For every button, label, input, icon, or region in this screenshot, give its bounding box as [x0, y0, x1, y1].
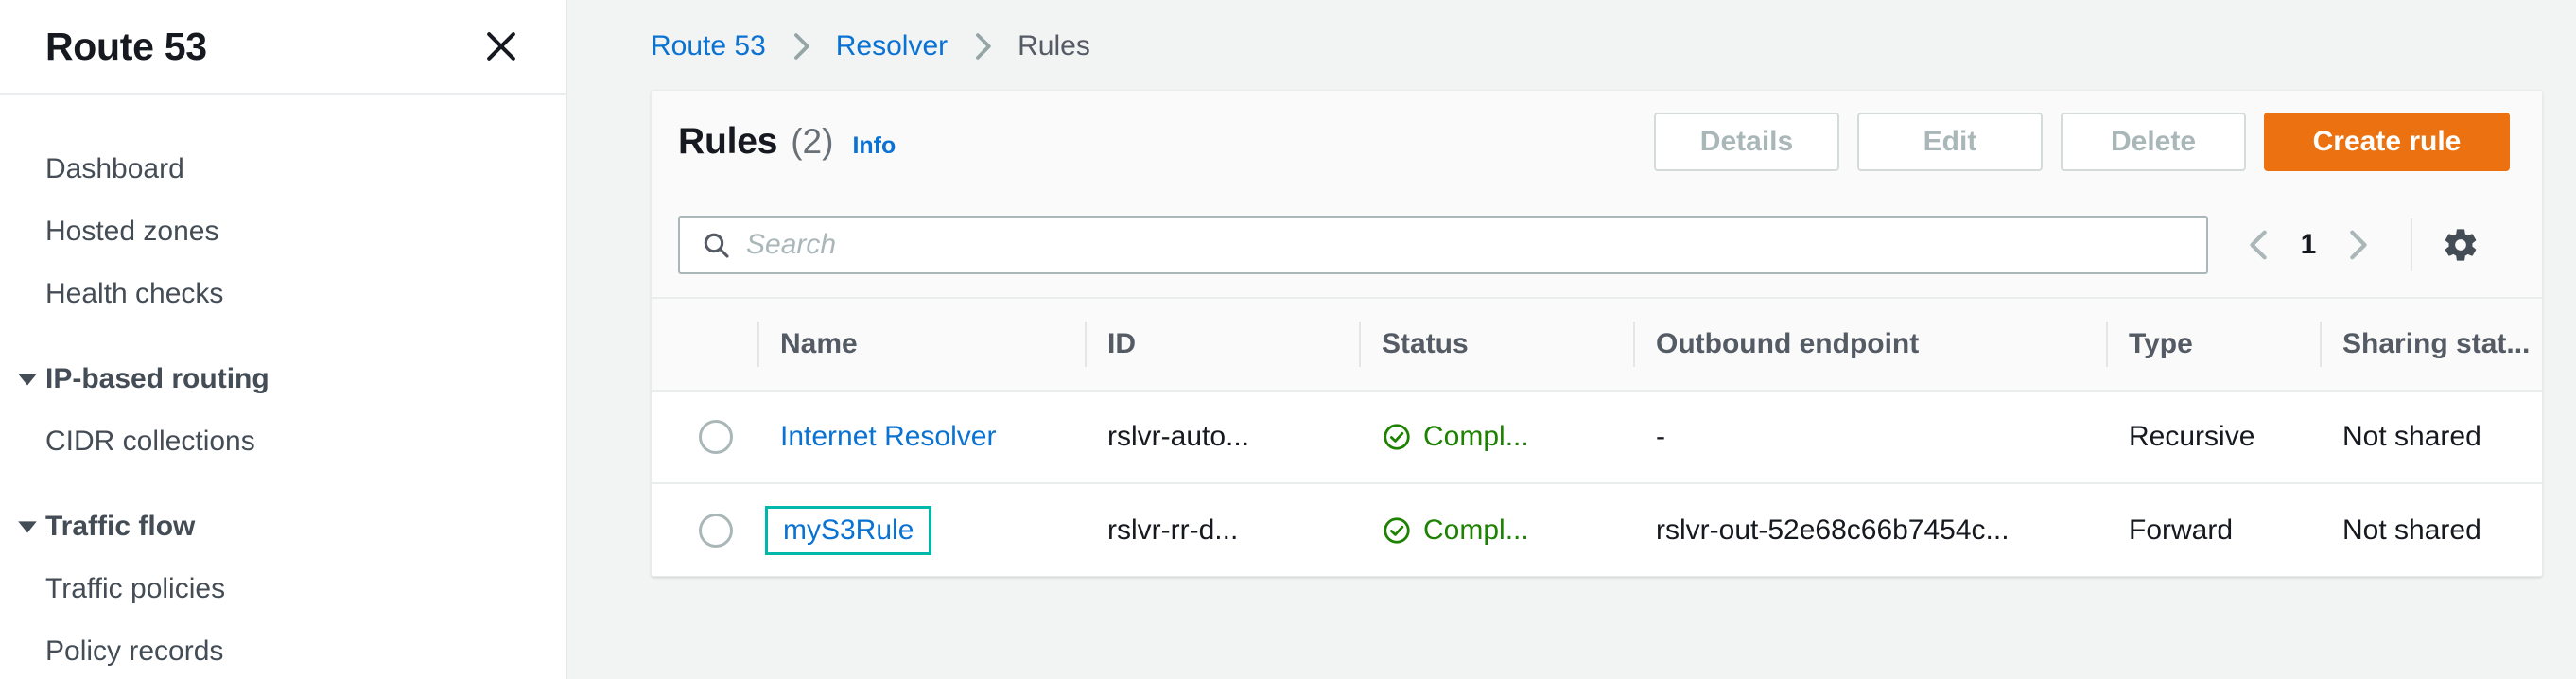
status-badge: Compl... — [1382, 421, 1633, 453]
sidebar-item-label: Dashboard — [45, 153, 184, 184]
edit-button[interactable]: Edit — [1857, 113, 2043, 171]
sidebar-item-label: CIDR collections — [45, 426, 255, 457]
row-radio-button[interactable] — [699, 420, 733, 455]
search-input[interactable] — [746, 229, 2185, 261]
column-header-id[interactable]: ID — [1085, 298, 1359, 391]
sidebar-item-label: Traffic policies — [45, 573, 226, 604]
row-outbound-cell: rslvr-out-52e68c66b7454c... — [1656, 514, 2010, 546]
sidebar-item-policy-records[interactable]: Policy records — [0, 620, 566, 679]
table-header-row: Name ID Status Outbound endpoint Type Sh… — [652, 298, 2542, 391]
chevron-left-icon[interactable] — [2231, 217, 2288, 273]
rules-table: Name ID Status Outbound endpoint Type Sh… — [652, 297, 2542, 576]
row-status-cell: Compl... — [1359, 483, 1633, 576]
delete-button[interactable]: Delete — [2061, 113, 2246, 171]
rules-count: (2) — [791, 122, 834, 161]
breadcrumb-item-rules: Rules — [1018, 30, 1090, 61]
sidebar-group-ip-based-routing[interactable]: IP-based routing — [0, 348, 566, 410]
details-button[interactable]: Details — [1654, 113, 1839, 171]
column-header-type[interactable]: Type — [2106, 298, 2320, 391]
row-sharing-cell: Not shared — [2320, 391, 2542, 484]
row-status-cell: Compl... — [1359, 391, 1633, 484]
rule-name-link[interactable]: Internet Resolver — [780, 421, 997, 452]
caret-down-icon — [9, 367, 45, 392]
page-title: Rules — [678, 121, 778, 162]
status-label: Compl... — [1423, 421, 1529, 452]
column-header-name[interactable]: Name — [757, 298, 1085, 391]
rules-panel-header: Rules (2) Info Details Edit Delete Creat… — [652, 91, 2542, 193]
chevron-right-icon — [789, 30, 813, 62]
column-header-select — [652, 298, 757, 391]
sidebar-item-hosted-zones[interactable]: Hosted zones — [0, 200, 566, 263]
sidebar-item-label: Health checks — [45, 278, 224, 309]
breadcrumb-item-resolver[interactable]: Resolver — [835, 30, 949, 61]
panel-actions: Details Edit Delete Create rule — [1654, 113, 2510, 171]
close-icon[interactable] — [477, 22, 526, 71]
caret-down-icon — [9, 514, 45, 539]
pagination-page-1[interactable]: 1 — [2300, 229, 2317, 260]
rules-toolbar: 1 — [652, 193, 2542, 297]
row-radio-button[interactable] — [699, 513, 733, 548]
chevron-right-icon — [970, 30, 995, 62]
column-header-outbound-endpoint[interactable]: Outbound endpoint — [1633, 298, 2106, 391]
chevron-right-icon[interactable] — [2329, 217, 2386, 273]
search-box[interactable] — [678, 216, 2208, 274]
rules-panel: Rules (2) Info Details Edit Delete Creat… — [651, 90, 2543, 577]
sidebar-item-traffic-policies[interactable]: Traffic policies — [0, 558, 566, 620]
breadcrumb-item-route53[interactable]: Route 53 — [651, 30, 766, 61]
info-link[interactable]: Info — [852, 132, 896, 159]
check-circle-icon — [1384, 516, 1410, 544]
toolbar-divider — [2411, 218, 2412, 271]
pagination: 1 — [2231, 217, 2386, 273]
row-outbound-cell: - — [1633, 391, 2106, 484]
table-row[interactable]: Internet Resolver rslvr-auto... Compl... — [652, 391, 2542, 484]
breadcrumb: Route 53 Resolver Rules — [651, 0, 2576, 64]
row-id-cell: rslvr-rr-d... — [1107, 514, 1239, 546]
table-head: Name ID Status Outbound endpoint Type Sh… — [652, 298, 2542, 391]
status-label: Compl... — [1423, 514, 1529, 546]
status-badge: Compl... — [1382, 514, 1633, 547]
column-header-sharing-status[interactable]: Sharing stat... — [2320, 298, 2542, 391]
create-rule-button[interactable]: Create rule — [2264, 113, 2510, 171]
search-icon — [701, 230, 731, 260]
check-circle-icon — [1384, 424, 1410, 450]
table-body: Internet Resolver rslvr-auto... Compl... — [652, 391, 2542, 576]
sidebar-item-dashboard[interactable]: Dashboard — [0, 138, 566, 200]
sidebar-group-traffic-flow[interactable]: Traffic flow — [0, 496, 566, 558]
row-sharing-cell: Not shared — [2342, 514, 2481, 546]
sidebar-item-cidr-collections[interactable]: CIDR collections — [0, 410, 566, 473]
sidebar-item-label: Policy records — [45, 635, 224, 667]
row-type-cell: Recursive — [2106, 391, 2320, 484]
row-select-cell — [652, 391, 757, 484]
row-select-cell — [652, 483, 757, 576]
gear-icon[interactable] — [2431, 216, 2490, 274]
sidebar-item-health-checks[interactable]: Health checks — [0, 263, 566, 325]
rule-name-focus-ring: myS3Rule — [765, 505, 932, 555]
sidebar-header: Route 53 — [0, 0, 566, 95]
rule-name-link[interactable]: myS3Rule — [783, 514, 914, 546]
main-content: Route 53 Resolver Rules Rules (2) Info D… — [567, 0, 2576, 679]
row-name-cell: myS3Rule — [757, 483, 1085, 576]
row-name-cell: Internet Resolver — [757, 391, 1085, 484]
panel-title-group: Rules (2) Info — [678, 121, 896, 163]
sidebar-group-label: Traffic flow — [45, 511, 196, 542]
sidebar-nav: Dashboard Hosted zones Health checks IP-… — [0, 95, 566, 679]
row-id-cell: rslvr-auto... — [1085, 391, 1359, 484]
column-header-status[interactable]: Status — [1359, 298, 1633, 391]
sidebar-item-label: Hosted zones — [45, 216, 219, 247]
table-row[interactable]: myS3Rule rslvr-rr-d... Compl... — [652, 483, 2542, 576]
sidebar-group-label: IP-based routing — [45, 363, 270, 394]
sidebar-title: Route 53 — [45, 24, 207, 68]
row-type-cell: Forward — [2129, 514, 2234, 546]
service-navigation-sidebar: Route 53 Dashboard Hosted zones Health c… — [0, 0, 567, 679]
